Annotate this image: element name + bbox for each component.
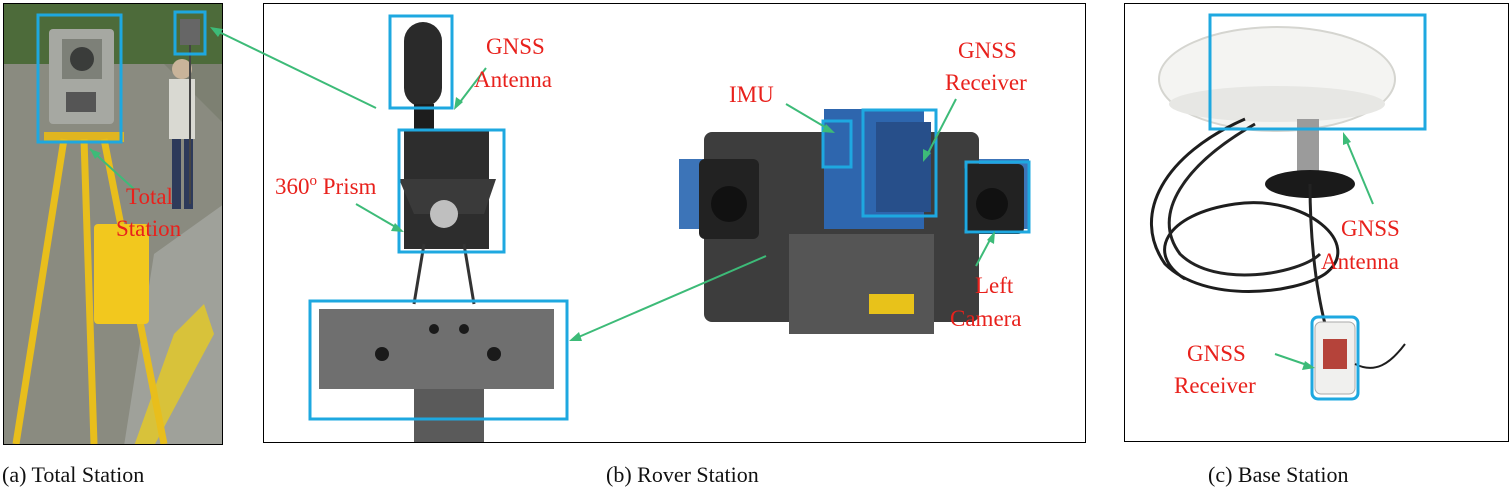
base-receiver-label-line1: GNSS: [1187, 341, 1246, 366]
prism-arrow: [355, 203, 400, 230]
total-station-illustration: Total Station: [4, 4, 222, 444]
gnss-receiver-label-line2: Receiver: [945, 70, 1027, 95]
gnss-receiver-label-line1: GNSS: [958, 38, 1017, 63]
total-station-photo: Total Station: [3, 3, 223, 445]
left-camera-label-line2: Camera: [950, 306, 1022, 331]
caption-total-station: (a) Total Station: [2, 462, 145, 487]
base-antenna-label-line2: Antenna: [1321, 249, 1399, 274]
prism-pole-box: [173, 10, 207, 56]
prism-label-number: 360: [275, 174, 310, 199]
receiver-arrow: [925, 98, 957, 158]
gnss-antenna-label-line2: Antenna: [474, 67, 552, 92]
total-station-label-line2: Station: [116, 216, 182, 241]
imu-arrow: [785, 103, 831, 131]
base-station-illustration: GNSS Antenna GNSS Receiver: [1149, 13, 1427, 401]
base-antenna-label-line1: GNSS: [1341, 216, 1400, 241]
prism-label: 360o Prism: [275, 173, 377, 199]
rover-station-photo: GNSS Antenna 360o Prism GNSS Receiver IM…: [263, 3, 1086, 443]
total-station-box: [36, 13, 123, 144]
antenna-arrow: [456, 67, 487, 107]
total-station-label-line1: Total: [126, 184, 173, 209]
left-camera-box: [964, 160, 1031, 234]
base-station-photo: GNSS Antenna GNSS Receiver: [1124, 3, 1509, 442]
base-receiver-box: [1310, 315, 1360, 401]
prism-box: [397, 128, 506, 254]
imu-box: [821, 119, 853, 169]
caption-rover-station: (b) Rover Station: [606, 462, 759, 487]
gnss-antenna-label-line1: GNSS: [486, 34, 545, 59]
caption-base-station: (c) Base Station: [1208, 462, 1349, 487]
prism-label-sup: o: [310, 173, 318, 189]
left-camera-label-line1: Left: [975, 273, 1014, 298]
gnss-receiver-box: [861, 108, 938, 218]
rover-link-arrow: [573, 255, 767, 340]
base-antenna-arrow: [1344, 136, 1374, 205]
imu-label: IMU: [729, 82, 774, 107]
prism-label-word: Prism: [317, 174, 377, 199]
base-receiver-label-line2: Receiver: [1174, 373, 1256, 398]
base-plate-box: [308, 299, 569, 421]
rover-station-illustration: GNSS Antenna 360o Prism GNSS Receiver IM…: [275, 14, 1031, 442]
base-antenna-box: [1208, 13, 1427, 131]
gnss-antenna-box: [388, 14, 454, 110]
